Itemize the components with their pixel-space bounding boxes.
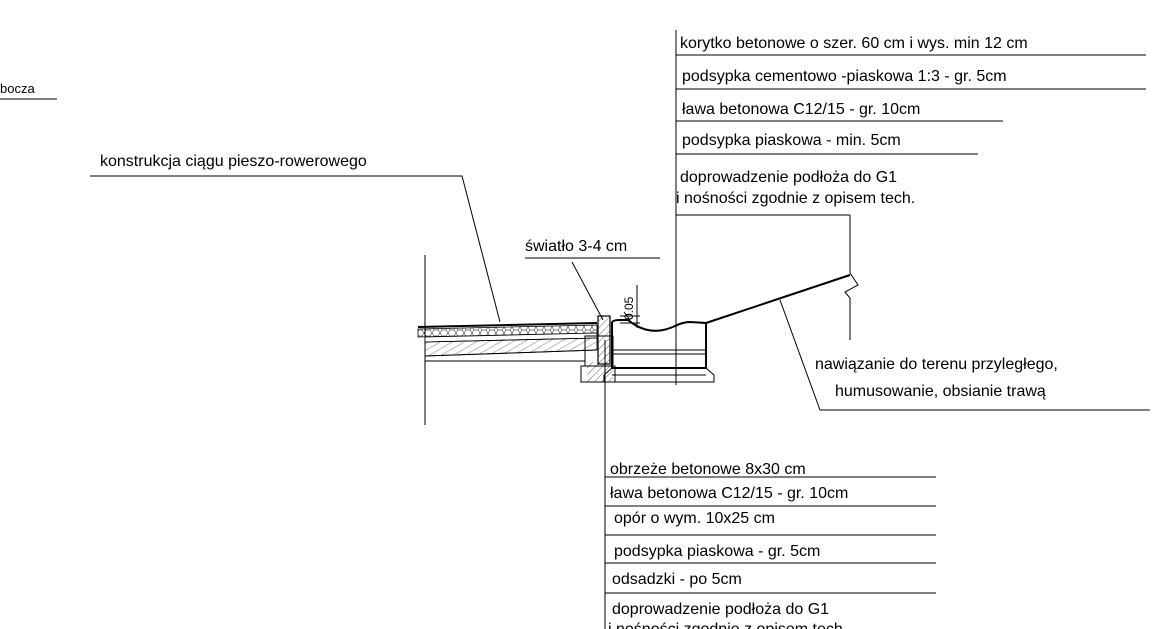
pedestrian-path-leader [90, 175, 501, 323]
bottom-layer-5: odsadzki - po 5cm [612, 571, 742, 588]
left-cut-label: bocza [0, 81, 35, 96]
pedestrian-path-structure [417, 322, 598, 362]
terrain-slope [705, 274, 851, 324]
bottom-layer-3: opór o wym. 10x25 cm [614, 510, 775, 527]
top-layer-4: podsypka piaskowa - min. 5cm [682, 132, 901, 149]
top-right-layer-list: korytko betonowe o szer. 60 cm i wys. mi… [676, 35, 1146, 216]
dimension-tick [623, 311, 631, 321]
top-layer-3: ława betonowa C12/15 - gr. 10cm [682, 101, 920, 118]
bottom-layer-7: i nośności zgodnie z opisem tech. [608, 621, 847, 629]
bottom-layer-list: obrzeże betonowe 8x30 cm ława betonowa C… [605, 461, 936, 629]
bottom-layer-4: podsypka piaskowa - gr. 5cm [614, 543, 820, 560]
gap-label: światło 3-4 cm [525, 238, 627, 255]
top-layer-1: korytko betonowe o szer. 60 cm i wys. mi… [680, 35, 1028, 52]
terrain-label-1: nawiązanie do terenu przyległego, [815, 356, 1058, 373]
terrain-label-2: humusowanie, obsianie trawą [835, 383, 1046, 400]
bottom-layer-6: doprowadzenie podłoża do G1 [612, 601, 829, 618]
pedestrian-path-label: konstrukcja ciągu pieszo-rowerowego [100, 153, 367, 170]
bottom-layer-1: obrzeże betonowe 8x30 cm [610, 461, 806, 478]
concrete-edging [580, 315, 616, 383]
bottom-layer-2: ława betonowa C12/15 - gr. 10cm [610, 485, 848, 502]
top-layer-5: doprowadzenie podłoża do G1 [680, 169, 897, 186]
terrain-break-line [844, 215, 859, 340]
concrete-channel [603, 319, 715, 383]
terrain-leader [779, 299, 1150, 411]
top-layer-2: podsypka cementowo -piaskowa 1:3 - gr. 5… [682, 68, 1007, 85]
top-layer-6: i nośności zgodnie z opisem tech. [676, 190, 915, 207]
gap-leader [571, 261, 604, 321]
